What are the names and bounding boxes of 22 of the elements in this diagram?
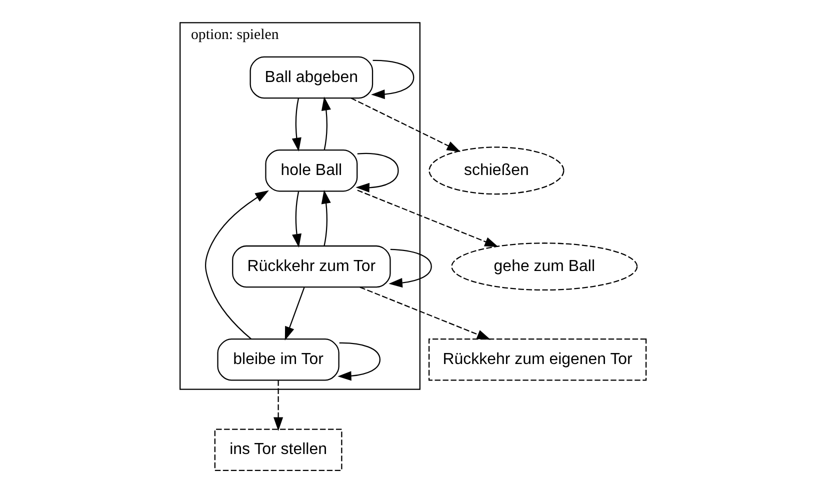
arrow (320, 96, 330, 150)
arrow (284, 286, 304, 340)
arrow (204, 190, 268, 339)
arrow (356, 189, 498, 246)
node-ellipse: gehe zum Ball (450, 242, 638, 290)
node-box: Ball abgeben (249, 56, 373, 98)
arrow (355, 152, 398, 192)
arrow (359, 286, 490, 340)
node-box: hole Ball (264, 148, 358, 192)
arrow (291, 98, 301, 151)
node-box: Rückkehr zum Tor (232, 244, 390, 288)
arrow (388, 248, 432, 288)
node-box: Rückkehr zum eigenen Tor (428, 338, 646, 380)
node-box: bleibe im Tor (216, 338, 339, 380)
arrow (337, 342, 380, 380)
arrow (273, 380, 283, 430)
arrow (350, 97, 460, 152)
arrow (292, 191, 301, 248)
node-box: ins Tor stellen (214, 428, 342, 470)
arrow (320, 189, 330, 246)
arrow (370, 59, 414, 99)
node-ellipse: schießen (428, 146, 564, 194)
